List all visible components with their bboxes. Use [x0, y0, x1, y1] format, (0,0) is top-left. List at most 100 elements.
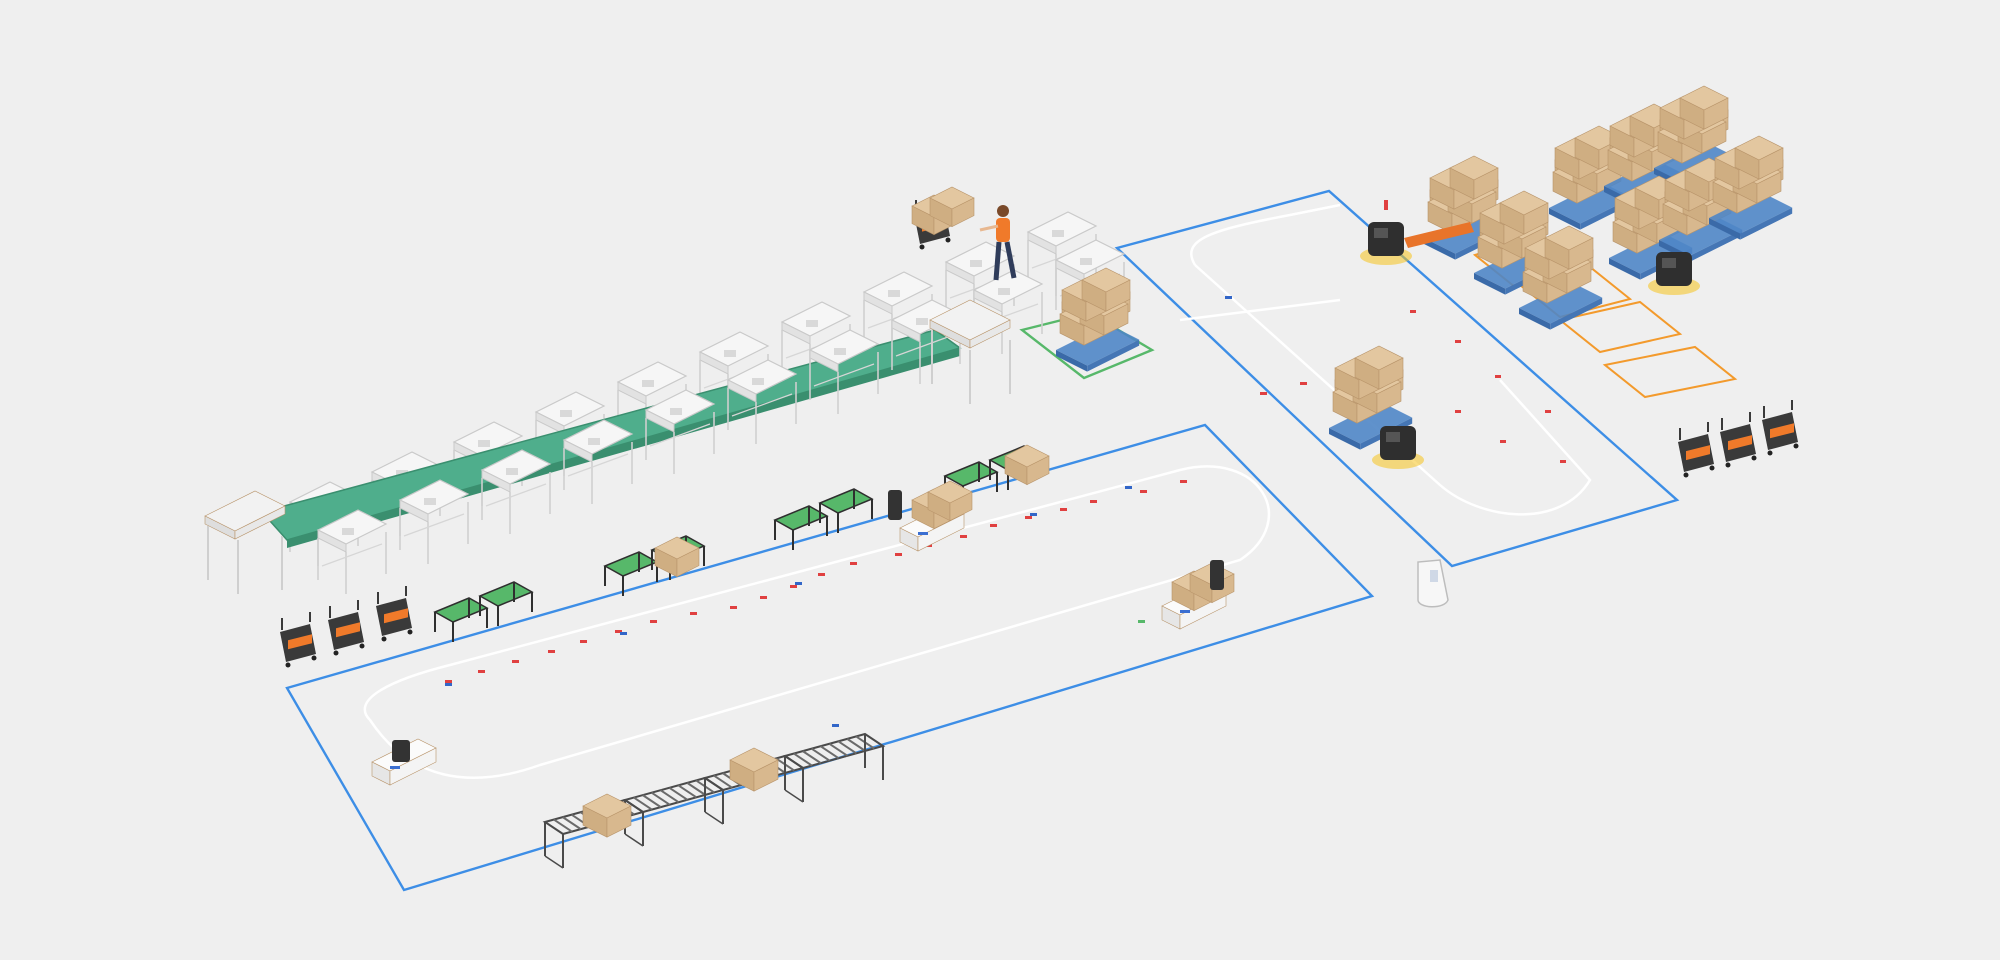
- floor-marker-layer: [445, 296, 1566, 727]
- object-layer: [280, 85, 1799, 869]
- floor-marker: [615, 630, 622, 633]
- agv-loop-assembly: [363, 465, 1271, 780]
- floor-marker: [1140, 490, 1147, 493]
- orange-parking-slot: [1602, 345, 1738, 399]
- picking-station: [316, 509, 388, 594]
- cart-icon: [376, 586, 413, 642]
- pallet-icon: [1056, 324, 1140, 372]
- conveyor-head-table: [929, 299, 1011, 349]
- sorting-conveyor: [204, 211, 1126, 594]
- floor-marker: [990, 524, 997, 527]
- forklift-forks: [1404, 222, 1474, 248]
- box-icon: [1081, 267, 1131, 312]
- floor-marker: [1180, 480, 1187, 483]
- agv-mast: [1210, 560, 1224, 590]
- floor-marker: [548, 650, 555, 653]
- forklift-icon: [1360, 222, 1412, 265]
- cart-icon: [280, 612, 317, 668]
- box-icon: [1449, 155, 1499, 200]
- floor-marker: [1260, 392, 1267, 395]
- agv-mast: [888, 490, 902, 520]
- floor-marker: [620, 632, 627, 635]
- zone-outline-storage: [1114, 189, 1680, 568]
- agv-mast: [392, 740, 410, 762]
- box-icon: [1499, 190, 1549, 235]
- forklift-icon: [1372, 426, 1424, 469]
- picking-station: [726, 359, 798, 444]
- floor-marker: [1060, 508, 1067, 511]
- box-icon: [654, 536, 700, 578]
- floor-marker: [512, 660, 519, 663]
- box-icon: [582, 793, 632, 838]
- floor-marker: [1138, 620, 1145, 623]
- picking-station: [480, 449, 552, 534]
- loaded-pallet: [1549, 125, 1633, 230]
- floor-marker: [960, 535, 967, 538]
- floor-marker: [1410, 310, 1416, 313]
- floor-marker: [690, 612, 697, 615]
- floor-marker: [1025, 516, 1032, 519]
- charging-pillar: [1417, 559, 1449, 608]
- picking-station: [398, 479, 470, 564]
- floor-marker: [445, 680, 452, 683]
- box-icon: [1679, 85, 1729, 130]
- box-icon: [1004, 444, 1050, 486]
- floor-marker: [832, 724, 839, 727]
- transfer-stand: [773, 505, 829, 550]
- transfer-stand: [433, 597, 489, 642]
- picking-station: [972, 269, 1044, 354]
- picking-station: [562, 419, 634, 504]
- loaded-pallet: [1519, 225, 1603, 330]
- box-icon: [929, 186, 975, 228]
- picking-station: [644, 389, 716, 474]
- transfer-stand: [478, 581, 534, 626]
- box-icon: [1354, 345, 1404, 390]
- loaded-pallet: [1056, 267, 1140, 372]
- box-icon: [1734, 135, 1784, 180]
- box-icon: [729, 747, 779, 792]
- floor-marker: [1125, 486, 1132, 489]
- agv-link-path: [1179, 298, 1341, 322]
- person-icon: [979, 205, 1017, 281]
- cart-icon: [1678, 422, 1715, 478]
- beacon-light: [1384, 200, 1388, 210]
- loaded-pallet: [1474, 190, 1558, 295]
- floor-marker: [1495, 375, 1501, 378]
- floor-marker: [650, 620, 657, 623]
- orange-parking-slot: [1557, 300, 1683, 354]
- floor-marker: [850, 562, 857, 565]
- cart-icon: [328, 600, 365, 656]
- floor-marker: [895, 553, 902, 556]
- floor-marker: [760, 596, 767, 599]
- box-icon: [1544, 225, 1594, 270]
- floor-marker: [445, 683, 452, 686]
- box-icon: [927, 480, 973, 522]
- floor-marker: [1455, 410, 1461, 413]
- floor-marker: [1090, 500, 1097, 503]
- floor-marker: [795, 582, 802, 585]
- transfer-stand: [818, 488, 874, 533]
- floor-marker: [1560, 460, 1566, 463]
- floor-marker: [1455, 340, 1461, 343]
- pallet-icon: [1709, 192, 1793, 240]
- loaded-pallet: [1329, 345, 1413, 450]
- floor-marker: [790, 585, 797, 588]
- floor-marker: [1545, 410, 1551, 413]
- picking-station: [808, 329, 880, 414]
- floor-marker: [1030, 513, 1037, 516]
- agv-path-layer: [363, 203, 1592, 780]
- floor-marker: [818, 573, 825, 576]
- floor-marker: [1225, 296, 1232, 299]
- agv-loop-storage: [1190, 203, 1592, 516]
- floor-marker: [478, 670, 485, 673]
- pallet-icon: [1519, 282, 1603, 330]
- floor-marker: [1300, 382, 1307, 385]
- floor-marker: [1500, 440, 1506, 443]
- roller-conveyor: [782, 732, 886, 803]
- forklift-icon: [1648, 252, 1700, 295]
- cart-icon: [1720, 412, 1757, 468]
- cart-icon: [1762, 400, 1799, 456]
- floor-marker: [580, 640, 587, 643]
- conveyor-end-table: [204, 490, 286, 540]
